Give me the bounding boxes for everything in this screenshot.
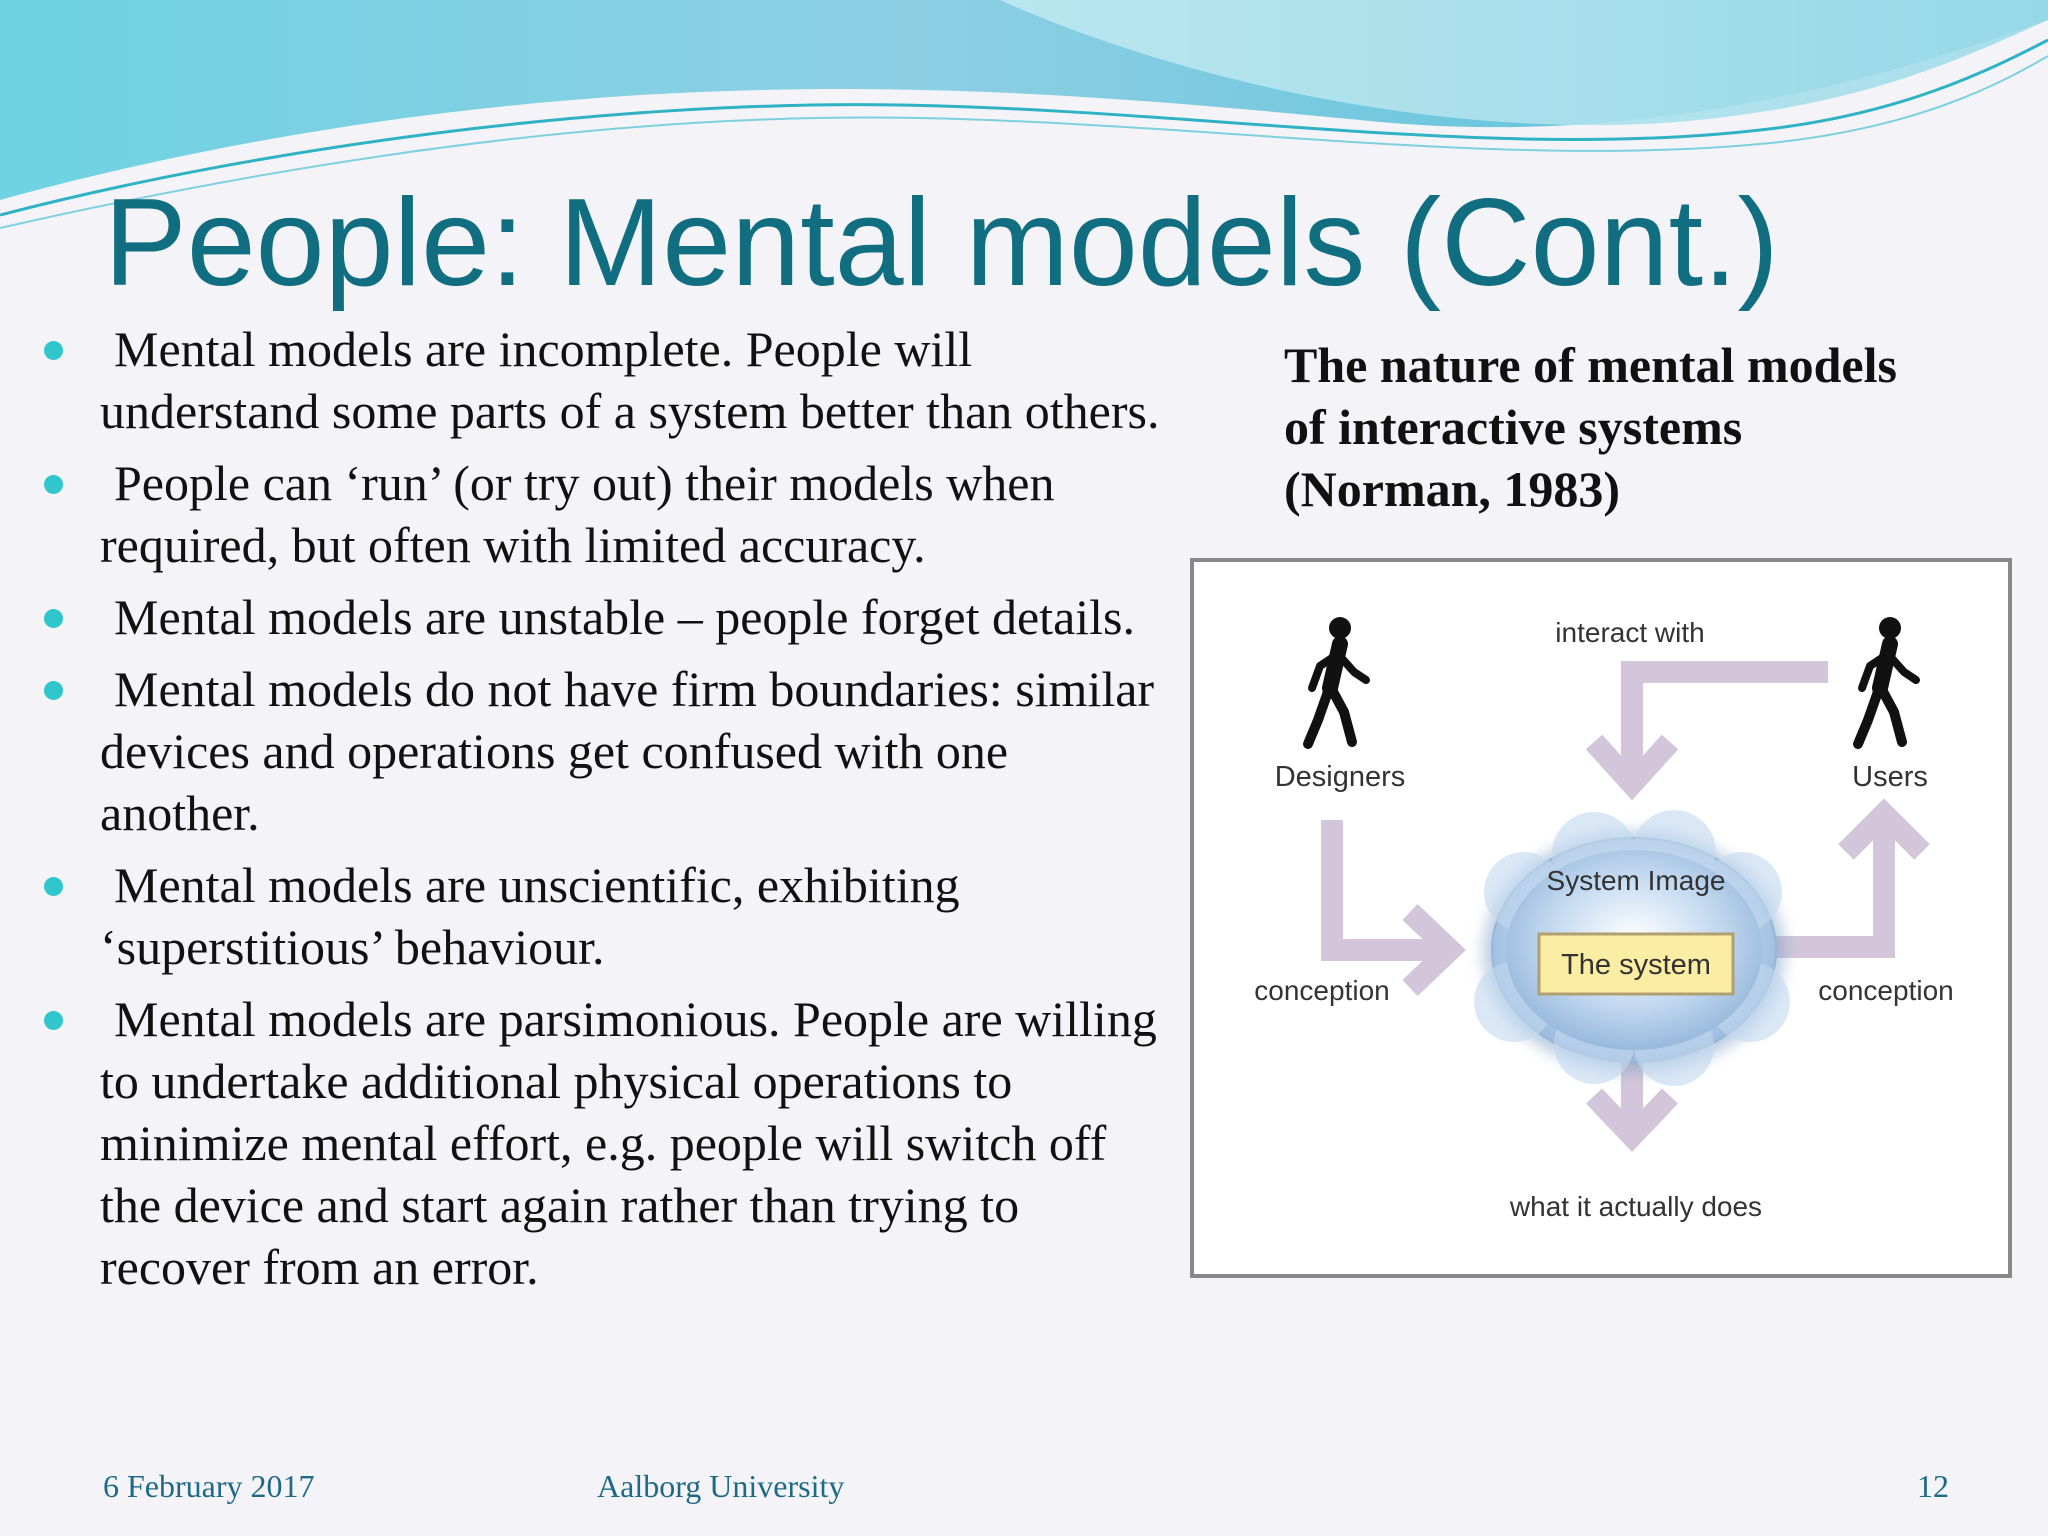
bullet-dot-icon xyxy=(44,877,63,896)
bullet-dot-icon xyxy=(44,681,63,700)
bullet-item: Mental models are incomplete. People wil… xyxy=(44,318,1160,442)
bullet-text: Mental models are unscientific, exhibiti… xyxy=(100,857,960,975)
header-wave-decoration xyxy=(0,0,2048,229)
interact-with-label: interact with xyxy=(1555,617,1704,648)
what-it-actually-does-label: what it actually does xyxy=(1509,1191,1762,1222)
designer-walking-person-icon xyxy=(1303,617,1370,749)
user-walking-person-icon xyxy=(1853,617,1920,749)
bullet-dot-icon xyxy=(44,341,63,360)
figure-caption: The nature of mental models of interacti… xyxy=(1284,337,1897,517)
page-number: 12 xyxy=(1917,1468,1949,1504)
designers-label: Designers xyxy=(1275,761,1406,793)
bullet-item: Mental models are unstable – people forg… xyxy=(44,586,1160,648)
system-image-label: System Image xyxy=(1547,865,1726,896)
the-system-box xyxy=(1537,932,1735,996)
mental-models-diagram: interact with Designers Users System Ima… xyxy=(1190,558,2012,1278)
bullet-item: Mental models are unscientific, exhibiti… xyxy=(44,854,1160,978)
bullet-text: Mental models do not have firm boundarie… xyxy=(100,661,1155,841)
footer-date: 6 February 2017 xyxy=(103,1468,315,1504)
bullet-item: Mental models are parsimonious. People a… xyxy=(44,988,1160,1298)
the-system-label: The system xyxy=(1561,949,1711,981)
bullet-dot-icon xyxy=(44,609,63,628)
conception-left-label: conception xyxy=(1254,975,1389,1006)
conception-right-label: conception xyxy=(1818,975,1953,1006)
bullet-text: Mental models are parsimonious. People a… xyxy=(100,991,1157,1295)
bullet-dot-icon xyxy=(44,1011,63,1030)
bullet-text: Mental models are unstable – people forg… xyxy=(114,589,1135,645)
bullet-text: People can ‘run’ (or try out) their mode… xyxy=(100,455,1055,573)
bullet-item: People can ‘run’ (or try out) their mode… xyxy=(44,452,1160,576)
slide-title: People: Mental models (Cont.) xyxy=(104,174,1779,312)
arrow-designer-conception xyxy=(1321,820,1466,996)
arrow-interact-with xyxy=(1585,661,1828,801)
bullet-item: Mental models do not have firm boundarie… xyxy=(44,658,1160,844)
users-label: Users xyxy=(1852,761,1928,793)
bullet-text: Mental models are incomplete. People wil… xyxy=(100,321,1160,439)
footer-organization: Aalborg University xyxy=(597,1468,845,1504)
arrow-user-conception xyxy=(1772,798,1930,958)
bullet-dot-icon xyxy=(44,475,63,494)
bullet-list: Mental models are incomplete. People wil… xyxy=(44,318,1160,1308)
